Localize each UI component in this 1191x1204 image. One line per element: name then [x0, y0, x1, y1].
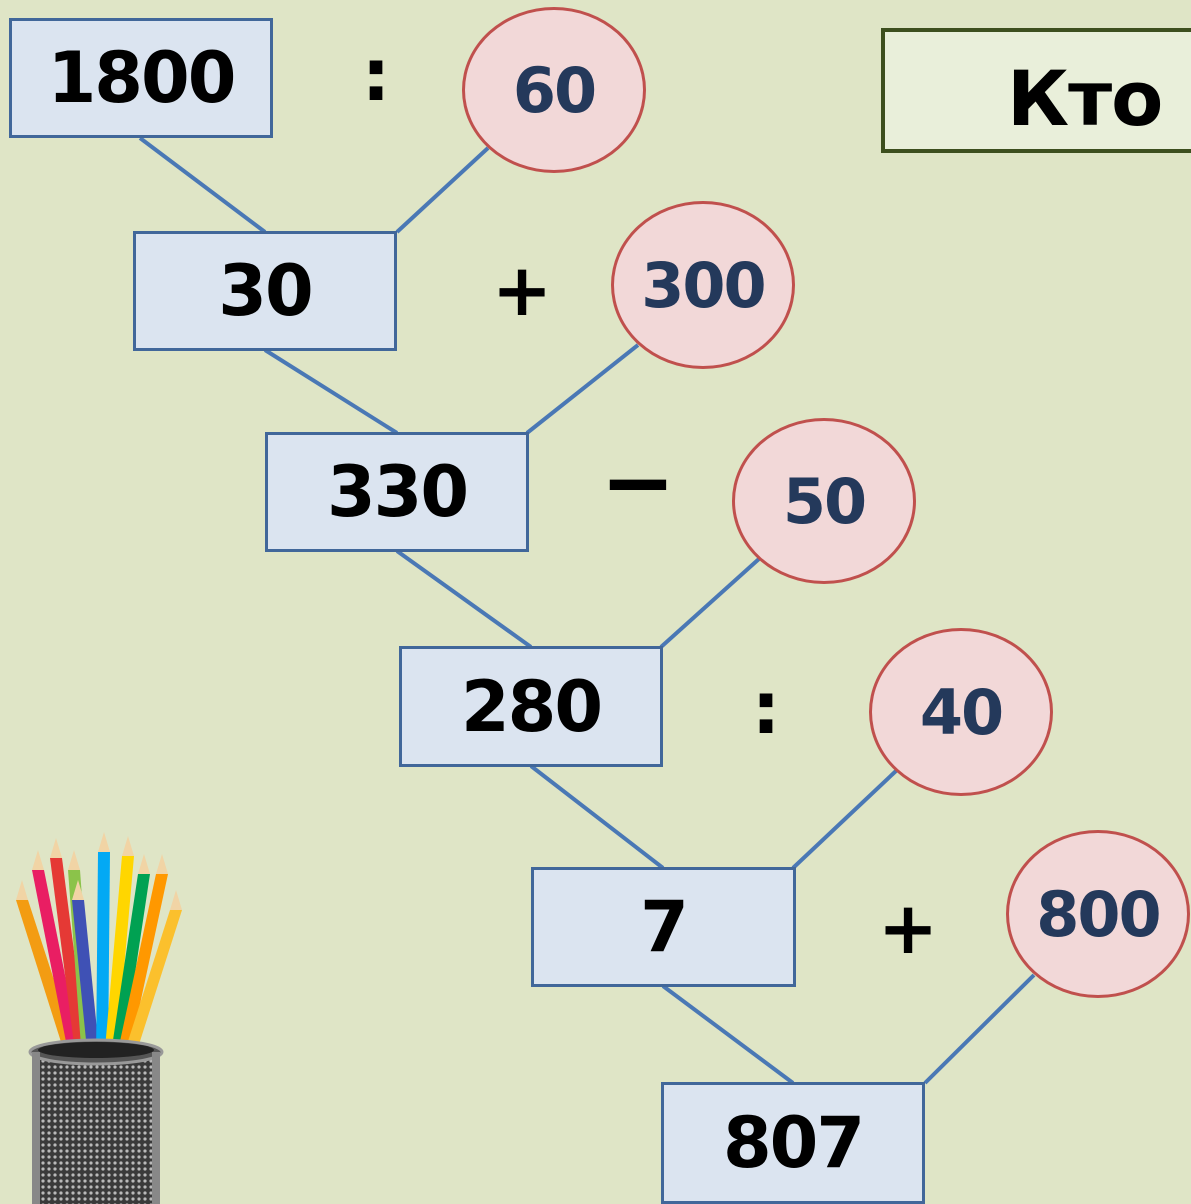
value-box-6: 807 — [661, 1082, 925, 1204]
operand-circle-2: 300 — [611, 201, 795, 369]
operator-plus: + — [877, 886, 939, 970]
operand-circle-1: 60 — [462, 7, 646, 173]
operator-divide: : — [751, 666, 781, 750]
value-box-1: 1800 — [9, 18, 273, 138]
operator-divide: : — [361, 33, 391, 117]
connector-line — [263, 348, 399, 435]
title-box: Кто б — [881, 28, 1191, 153]
connector-line — [395, 549, 533, 649]
connector-line — [529, 764, 665, 870]
operand-circle-5: 800 — [1006, 830, 1190, 998]
connector-line — [395, 146, 490, 234]
connector-line — [525, 343, 640, 435]
connector-line — [659, 556, 762, 649]
connector-line — [791, 768, 899, 870]
operand-circle-4: 40 — [869, 628, 1053, 796]
connector-line — [923, 973, 1036, 1085]
pencil-cup-icon — [16, 832, 182, 1204]
value-box-5: 7 — [531, 867, 796, 987]
value-box-2: 30 — [133, 231, 397, 351]
operator-plus: + — [491, 248, 553, 332]
connector-line — [138, 136, 267, 234]
connector-line — [661, 984, 795, 1085]
operator-minus: − — [600, 429, 676, 535]
page-title: Кто б — [1007, 54, 1191, 143]
value-box-4: 280 — [399, 646, 663, 767]
value-box-3: 330 — [265, 432, 529, 552]
operand-circle-3: 50 — [732, 418, 916, 584]
